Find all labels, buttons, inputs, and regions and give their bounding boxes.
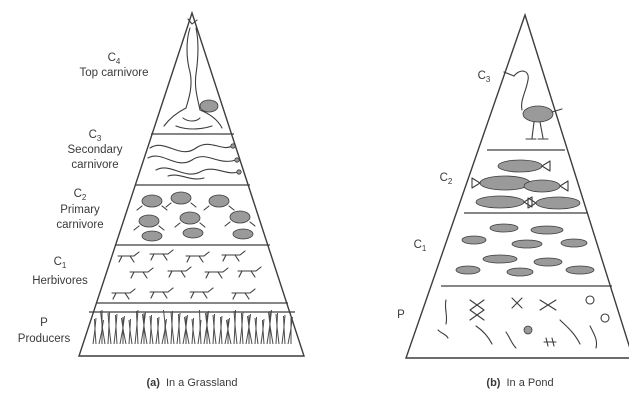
grassland-label-c3: C3 [89, 129, 102, 143]
grassland-name-c2-line1: Primary [60, 204, 100, 216]
grassland-name-c2-line2: carnivore [56, 219, 103, 231]
grassland-name-c1: Herbivores [32, 275, 88, 287]
pond-pyramid: C3 C2 C1 P (b)In a Pond [397, 15, 629, 389]
pond-label-p: P [397, 309, 405, 321]
grassland-label-c2: C2 [74, 188, 87, 202]
pond-label-c2: C2 [440, 172, 453, 186]
pond-label-c3: C3 [478, 70, 491, 84]
pond-label-c1: C1 [414, 239, 427, 253]
grassland-name-p: Producers [18, 333, 71, 345]
grassland-name-c3-line1: Secondary [68, 144, 123, 156]
grassland-caption: (a)In a Grassland [147, 377, 238, 389]
grassland-label-c1: C1 [54, 256, 67, 270]
grassland-label-c4: C4 [108, 52, 121, 66]
grassland-pyramid: C4 Top carnivore C3 Secondary carnivore … [18, 13, 304, 389]
grassland-label-p: P [40, 317, 48, 329]
pond-caption: (b)In a Pond [486, 377, 553, 389]
grassland-name-c3-line2: carnivore [71, 159, 118, 171]
grassland-name-c4: Top carnivore [79, 67, 148, 79]
